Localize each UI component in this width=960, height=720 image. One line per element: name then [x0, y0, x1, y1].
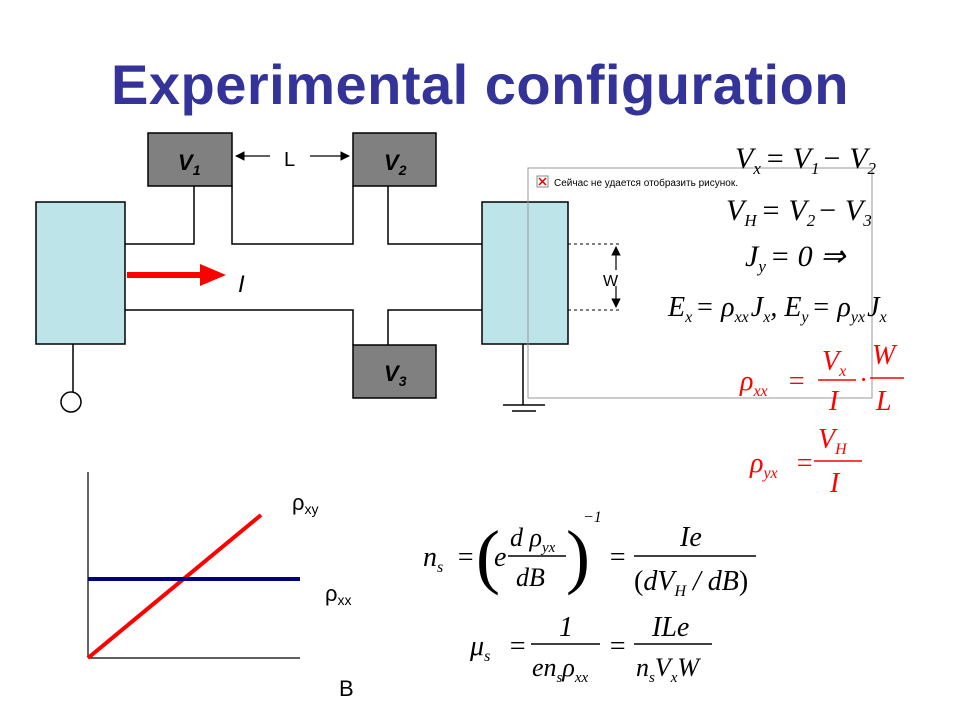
svg-text:d ρyx: d ρyx: [510, 523, 556, 556]
svg-text:VH= V2− V3: VH= V2− V3: [726, 194, 872, 230]
series-label-rho-xy: ρxy: [292, 490, 319, 517]
eq-rho-yx: ρyx = VH I: [749, 424, 862, 499]
svg-text:(dVH / dB): (dVH / dB): [634, 566, 748, 600]
svg-text:(: (: [476, 516, 500, 596]
svg-text:Ie: Ie: [679, 522, 702, 553]
broken-image-message: Сейчас не удается отобразить рисунок.: [554, 177, 738, 189]
svg-text:=: =: [608, 631, 627, 662]
v3-probe-pad: [352, 344, 437, 399]
svg-text:W: W: [872, 340, 898, 371]
left-contact-pad: [35, 201, 126, 345]
svg-text:·: ·: [860, 365, 867, 394]
svg-text:−1: −1: [583, 509, 602, 526]
left-terminal-circle: [60, 391, 82, 413]
svg-text:μs: μs: [469, 631, 490, 665]
svg-text:Vx= V1− V2: Vx= V1− V2: [735, 142, 877, 178]
svg-text:nsVxW: nsVxW: [636, 653, 701, 686]
eq-mu: μs = 1 ensρxx = ILe nsVxW: [469, 612, 712, 686]
page-title: Experimental configuration: [111, 53, 849, 116]
svg-text:=: =: [456, 542, 475, 573]
svg-text:I: I: [828, 386, 840, 417]
v2-probe-pad: [352, 132, 437, 187]
svg-text:Jy= 0 ⇒: Jy= 0 ⇒: [745, 240, 847, 276]
chart: ρxy ρxx B: [86, 472, 354, 701]
svg-text:dB: dB: [516, 563, 545, 592]
v1-label: V1: [178, 150, 201, 178]
series-line-rho-xy: [86, 513, 263, 660]
svg-text:=: =: [608, 542, 627, 573]
current-label: I: [238, 271, 245, 298]
eq-rho-xx: ρxx = Vx I · W L: [739, 340, 904, 417]
svg-text:): ): [566, 516, 590, 596]
svg-text:1: 1: [559, 612, 573, 643]
svg-text:I: I: [829, 468, 841, 499]
eq-vh: VH= V2− V3: [726, 194, 872, 230]
svg-text:Ex= ρxxJx, Ey= ρyxJx: Ex= ρxxJx, Ey= ρyxJx: [667, 292, 887, 326]
hall-bar: [125, 186, 482, 345]
svg-text:e: e: [494, 542, 506, 573]
right-contact-pad: [481, 201, 569, 345]
eq-ex: Ex= ρxxJx, Ey= ρyxJx: [667, 292, 887, 326]
broken-image-frame: [527, 167, 873, 399]
eq-ns: ns = ( e d ρyx dB ) −1 = Ie (dVH / dB): [423, 509, 756, 600]
current-arrowhead: [200, 264, 226, 286]
broken-image-x-icon: [538, 177, 547, 186]
svg-text:L: L: [875, 386, 892, 417]
svg-text:ρyx: ρyx: [749, 448, 778, 482]
v2-label: V2: [384, 150, 407, 178]
svg-text:=: =: [787, 366, 806, 397]
svg-text:=: =: [508, 631, 527, 662]
svg-text:=: =: [795, 448, 814, 479]
series-layer: [86, 513, 300, 660]
series-label-rho-xx: ρxx: [325, 581, 352, 608]
svg-text:ensρxx: ensρxx: [532, 653, 589, 686]
length-label: L: [284, 149, 295, 171]
eq-vx: Vx= V1− V2: [735, 142, 877, 178]
svg-text:ns: ns: [423, 542, 443, 576]
svg-text:ρxx: ρxx: [739, 366, 768, 400]
v1-probe-pad: [147, 132, 233, 187]
v3-label: V3: [384, 361, 407, 389]
svg-text:VH: VH: [818, 424, 848, 458]
width-label: W: [603, 273, 619, 290]
eq-jy: Jy= 0 ⇒: [745, 240, 847, 276]
svg-text:Vx: Vx: [822, 346, 846, 380]
x-axis-label: B: [339, 676, 354, 701]
svg-text:ILe: ILe: [651, 612, 689, 643]
